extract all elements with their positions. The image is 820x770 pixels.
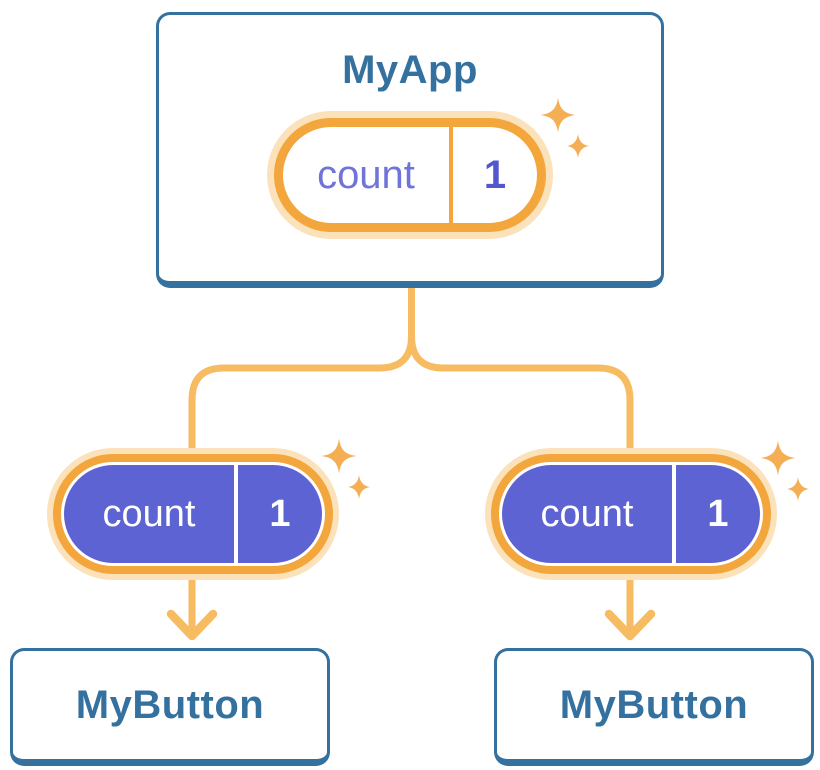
component-title-mybutton-left: MyButton [75,683,265,727]
sparkle-star-small [348,475,370,499]
sparkle-star-big [540,97,576,133]
state-value-badge: 1 [707,492,729,535]
state-name-label: count [102,492,196,535]
mybutton-card-right: MyButton [494,648,814,766]
branch-line-right [408,280,634,562]
state-pill-fill: count 1 [502,465,760,563]
sparkle-star-big [321,438,357,474]
state-value-badge: 1 [483,152,507,197]
state-name-label: count [317,152,415,197]
pill-divider [449,127,453,223]
state-pill-left-child: count 1 [47,448,339,580]
state-pill-ring: count 1 [491,454,771,574]
pill-divider [234,465,238,563]
state-pill-right-child: count 1 [485,448,777,580]
state-pill-ring: count 1 [274,118,546,232]
down-arrow-right-icon [604,609,656,641]
sparkle-star-small [567,134,589,158]
sparkle-star-big [760,440,796,476]
state-pill-ring: count 1 [53,454,333,574]
component-title-myapp: MyApp [342,48,478,92]
sparkle-icon [321,438,370,499]
state-pill-root: count 1 [267,111,553,239]
sparkle-icon [540,97,589,158]
component-title-mybutton-right: MyButton [559,683,749,727]
mybutton-card-left: MyButton [10,648,330,766]
state-name-label: count [540,492,634,535]
pill-divider [672,465,676,563]
sparkle-star-small [787,477,809,501]
sparkle-icon [760,440,809,501]
down-arrow-left-icon [166,609,218,641]
state-pill-fill: count 1 [64,465,322,563]
state-value-badge: 1 [269,492,291,535]
